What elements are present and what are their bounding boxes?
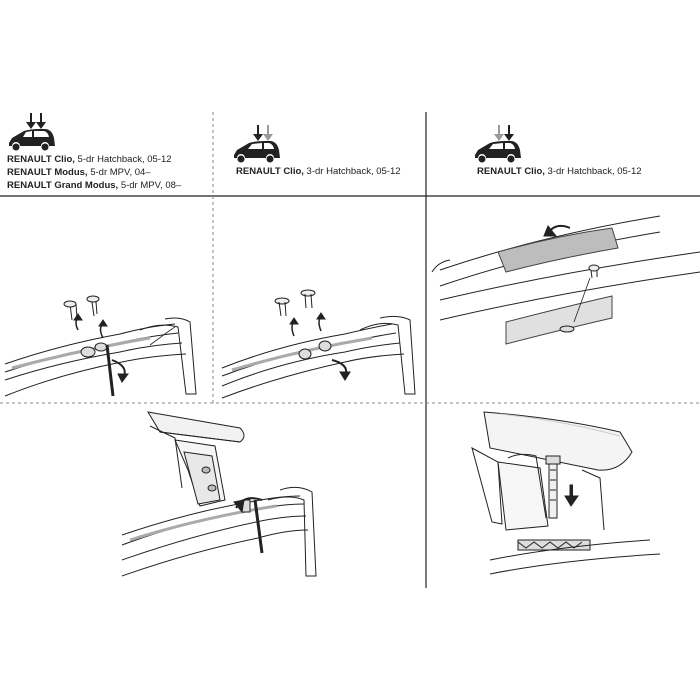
vehicle-make-model: RENAULT Modus, xyxy=(7,167,88,178)
vehicle-line: RENAULT Clio, 5-dr Hatchback, 05-12 xyxy=(7,153,181,166)
vehicle-line: RENAULT Modus, 5-dr MPV, 04– xyxy=(7,166,181,179)
car-icon-col3 xyxy=(475,125,521,163)
vehicle-make-model: RENAULT Clio, xyxy=(7,154,75,165)
vehicle-spec: 5-dr MPV, 04– xyxy=(87,167,151,178)
vehicle-make-model: RENAULT Grand Modus, xyxy=(7,180,119,191)
grid-lines xyxy=(0,112,700,588)
vehicle-line: RENAULT Clio, 3-dr Hatchback, 05-12 xyxy=(477,165,642,178)
vehicle-spec: 3-dr Hatchback, 05-12 xyxy=(303,166,401,177)
panel-lift-rail-cover xyxy=(431,215,700,345)
panel-insert-clips-3dr xyxy=(221,289,416,399)
car-icon-col2 xyxy=(234,125,280,163)
down-arrow-icon xyxy=(26,113,46,129)
vehicle-make-model: RENAULT Clio, xyxy=(477,166,545,177)
vehicle-line: RENAULT Grand Modus, 5-dr MPV, 08– xyxy=(7,179,181,192)
header-caption-col1: RENAULT Clio, 5-dr Hatchback, 05-12 RENA… xyxy=(7,153,181,192)
vehicle-spec: 3-dr Hatchback, 05-12 xyxy=(544,166,642,177)
panel-fit-foot-left xyxy=(121,411,317,577)
vehicle-spec: 5-dr Hatchback, 05-12 xyxy=(74,154,172,165)
panel-fit-foot-right xyxy=(471,411,661,575)
panel-remove-screws-5dr xyxy=(4,295,197,397)
header-caption-col3: RENAULT Clio, 3-dr Hatchback, 05-12 xyxy=(477,165,642,178)
down-arrow-icon xyxy=(494,125,514,141)
header-caption-col2: RENAULT Clio, 3-dr Hatchback, 05-12 xyxy=(236,165,401,178)
vehicle-line: RENAULT Clio, 3-dr Hatchback, 05-12 xyxy=(236,165,401,178)
car-icon-col1 xyxy=(9,113,55,151)
down-arrow-icon xyxy=(253,125,273,141)
vehicle-make-model: RENAULT Clio, xyxy=(236,166,304,177)
vehicle-spec: 5-dr MPV, 08– xyxy=(118,180,182,191)
